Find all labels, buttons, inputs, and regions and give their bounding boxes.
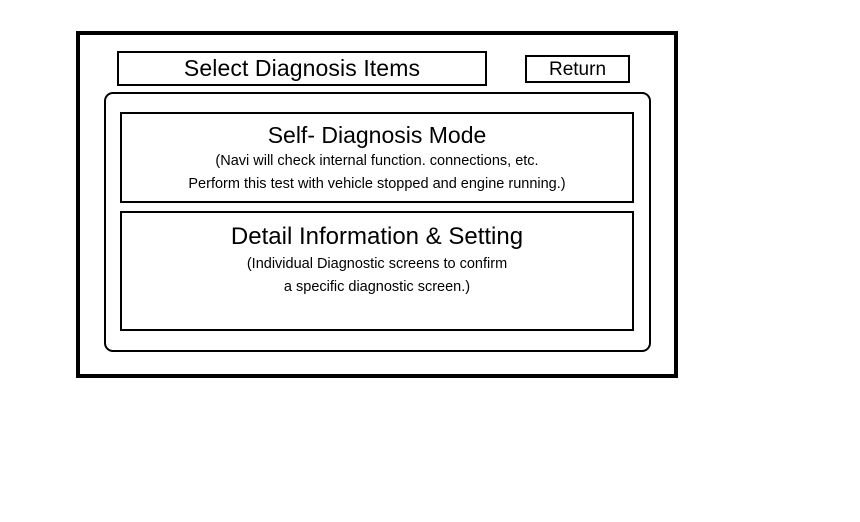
diagnosis-menu-container: Self- Diagnosis Mode (Navi will check in… [104, 92, 651, 352]
menu-item-heading: Self- Diagnosis Mode [267, 122, 487, 148]
page-title: Select Diagnosis Items [183, 55, 421, 81]
header-row: Select Diagnosis Items Return [117, 47, 638, 86]
menu-item-description-line-2: Perform this test with vehicle stopped a… [188, 176, 566, 192]
menu-item-description-line-1: (Individual Diagnostic screens to confir… [246, 256, 508, 272]
device-screen-frame: Select Diagnosis Items Return Self- Diag… [76, 31, 678, 378]
menu-item-heading: Detail Information & Setting [230, 223, 524, 250]
return-button-label: Return [548, 58, 607, 80]
screen-title-box: Select Diagnosis Items [117, 51, 487, 86]
menu-item-detail-information-and-setting[interactable]: Detail Information & Setting (Individual… [120, 211, 634, 331]
menu-item-self-diagnosis-mode[interactable]: Self- Diagnosis Mode (Navi will check in… [120, 112, 634, 203]
menu-item-description-line-2: a specific diagnostic screen.) [283, 279, 471, 295]
return-button[interactable]: Return [525, 55, 630, 83]
menu-item-description-line-1: (Navi will check internal function. conn… [215, 153, 539, 169]
menu-item-content: Self- Diagnosis Mode (Navi will check in… [122, 114, 632, 196]
menu-item-content: Detail Information & Setting (Individual… [122, 213, 632, 299]
